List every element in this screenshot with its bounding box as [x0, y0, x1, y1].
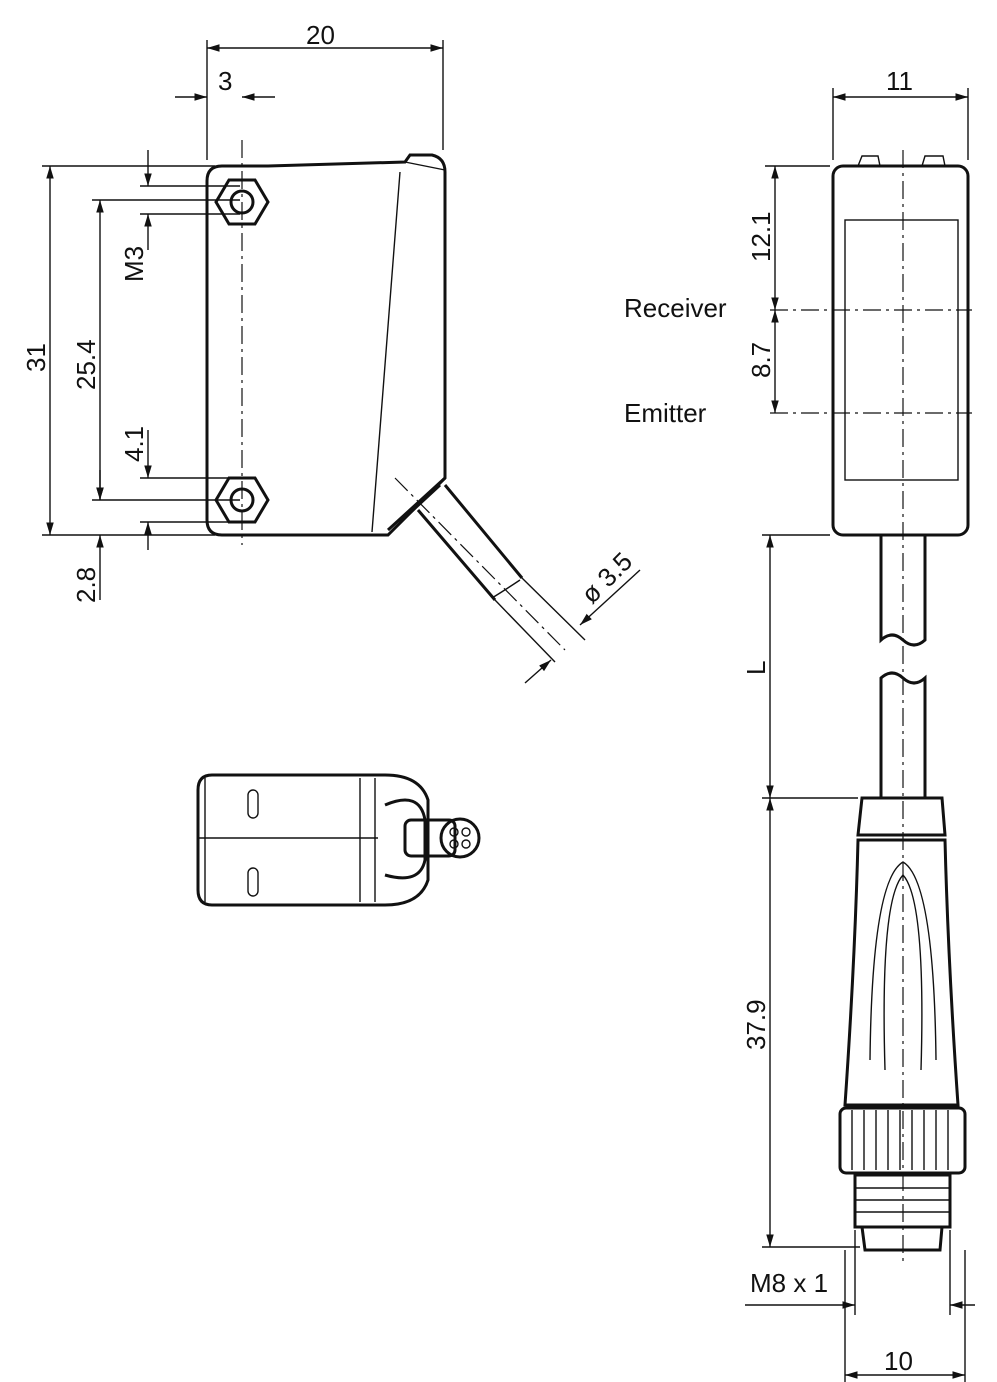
side-view: 20 3 31 25.4 M3 4.1 2.8 ø 3.5	[21, 20, 641, 684]
dim-hole-offset-3: 3	[218, 66, 232, 96]
bottom-view	[196, 773, 481, 907]
dim-bottom-2-8: 2.8	[71, 567, 101, 603]
dim-cable-length-L: L	[741, 661, 771, 675]
dim-hole-pitch-25-4: 25.4	[71, 339, 101, 390]
sensor-front-body	[831, 164, 970, 537]
dim-hole-4-1: 4.1	[119, 426, 149, 462]
dim-height-31: 31	[21, 343, 51, 372]
optical-window	[844, 219, 959, 481]
dim-emitter-8-7: 8.7	[746, 342, 776, 378]
thread-label-m3: M3	[119, 246, 149, 282]
dim-connector-width-10: 10	[884, 1346, 913, 1376]
cable-end	[403, 818, 457, 858]
dim-connector-length-37-9: 37.9	[741, 999, 771, 1050]
cable-upper	[879, 535, 927, 647]
dim-width-20: 20	[306, 20, 335, 50]
emitter-label: Emitter	[624, 398, 707, 428]
sensor-body-outline	[205, 153, 447, 537]
cable-lower	[879, 671, 927, 798]
front-view: 11 12.1 8.7 Receiver Emitter L 37.9 M8 x…	[624, 66, 975, 1382]
receiver-label: Receiver	[624, 293, 727, 323]
thread-label-m8x1: M8 x 1	[750, 1268, 828, 1298]
m8-connector	[838, 796, 967, 1252]
dim-receiver-12-1: 12.1	[746, 211, 776, 262]
dim-width-11: 11	[886, 66, 913, 96]
